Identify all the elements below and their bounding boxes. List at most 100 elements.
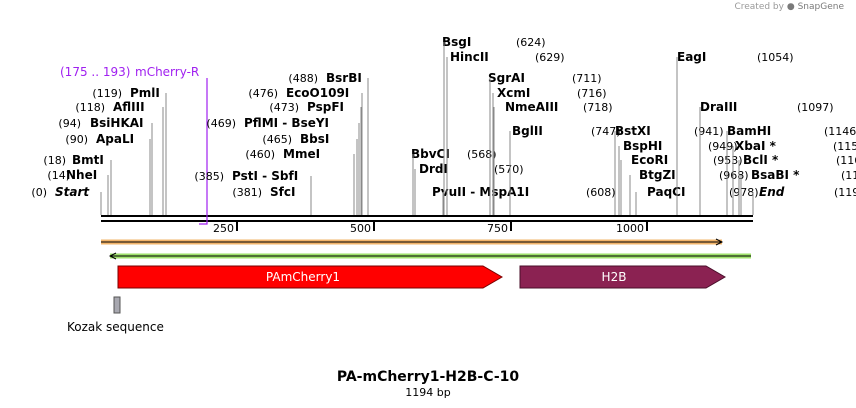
orf-reverse-arrow (108, 252, 751, 260)
restriction-site[interactable]: Start (0) (31, 185, 102, 215)
restriction-site[interactable]: BglII(747) (509, 124, 621, 215)
restriction-site[interactable]: SgrAI (711) (488, 71, 602, 215)
site-position: (465) (262, 133, 292, 146)
restriction-site[interactable]: BspHI (949) (618, 139, 738, 215)
site-position: (1168) (836, 154, 856, 167)
site-position: (381) (232, 186, 262, 199)
site-name: PflMI - BseYI (244, 116, 329, 130)
restriction-site[interactable]: BsrBI(488) (288, 71, 369, 215)
site-position: (385) (194, 170, 224, 183)
restriction-site[interactable]: PvuII - MspA1I(608) (432, 185, 616, 215)
site-name: BstXI (615, 124, 651, 138)
restriction-site[interactable]: HincII (629) (446, 50, 565, 215)
ruler-tick-label: 250 (213, 222, 234, 235)
site-name: DrdI (419, 162, 448, 176)
ruler: 250 500 750 1000 (213, 222, 648, 235)
restriction-site[interactable]: XbaI *(1158) (732, 139, 856, 215)
feature-pamcherry1[interactable]: PAmCherry1 (117, 265, 503, 289)
site-name: PvuII - MspA1I (432, 185, 529, 199)
site-position: (949) (708, 140, 738, 153)
sequence-backbone (101, 215, 753, 222)
site-name: ApaLI (96, 132, 134, 146)
site-position: (1054) (757, 51, 794, 64)
restriction-site[interactable]: EcoO109I(476) (248, 86, 363, 215)
site-position: (711) (572, 72, 602, 85)
restriction-site[interactable]: PspFI (473) (269, 100, 362, 215)
snapgene-logo-icon: ● (786, 2, 795, 12)
site-position: (90) (65, 133, 88, 146)
kozak-label: Kozak sequence (67, 320, 164, 334)
ruler-tick-label: 1000 (616, 222, 644, 235)
site-position: (473) (269, 101, 299, 114)
kozak-sequence[interactable]: Kozak sequence (67, 296, 164, 334)
site-name: SgrAI (488, 71, 525, 85)
site-name: BspHI (623, 139, 662, 153)
restriction-site[interactable]: XcmI(716) (492, 86, 607, 215)
restriction-site[interactable]: BsaBI *(1173) (740, 168, 856, 215)
site-name: PmlI (130, 86, 160, 100)
restriction-site[interactable]: PaqCI(978) (635, 185, 759, 215)
site-position: (941) (694, 125, 724, 138)
feature-label: PAmCherry1 (266, 270, 340, 284)
restriction-site[interactable]: PstI - SbfI(385) (194, 169, 312, 215)
site-name: SfcI (270, 185, 295, 199)
feature-label: H2B (602, 270, 627, 284)
feature-h2b[interactable]: H2B (519, 265, 726, 289)
site-name: BtgZI (639, 168, 676, 182)
primer-range: (175 .. 193) (60, 65, 130, 79)
snapgene-credit: Created by ● SnapGene (734, 2, 844, 12)
site-position: (1173) (841, 169, 856, 182)
credit-brand: SnapGene (797, 2, 844, 12)
site-position: (624) (516, 36, 546, 49)
restriction-site[interactable]: BbvCI(568) (411, 147, 497, 215)
restriction-site[interactable]: ApaLI (90) (65, 132, 151, 215)
restriction-site[interactable]: PflMI - BseYI(469) (206, 116, 360, 215)
restriction-site[interactable]: BsiHKAI(94) (58, 116, 153, 215)
restriction-site[interactable]: BamHI(1146) (726, 124, 856, 215)
site-name: EagI (677, 50, 706, 64)
credit-prefix: Created by (734, 2, 784, 12)
map-title: PA-mCherry1-H2B-C-10 (336, 369, 520, 385)
restriction-site[interactable]: NheI(14) (47, 168, 109, 215)
site-name: BsrBI (326, 71, 362, 85)
site-position: (568) (467, 148, 497, 161)
site-name: BamHI (727, 124, 771, 138)
site-position: (629) (535, 51, 565, 64)
site-position: (570) (494, 163, 524, 176)
site-position: (1194) (834, 186, 856, 199)
site-name: PspFI (307, 100, 344, 114)
restriction-site[interactable]: DrdI (570) (414, 162, 524, 215)
restriction-site[interactable]: AflIII (118) (75, 100, 164, 215)
restriction-site[interactable]: DraIII(1097) (699, 100, 834, 215)
ruler-tick-label: 500 (350, 222, 371, 235)
restriction-site[interactable]: BsgI(624) (442, 35, 546, 215)
ruler-tick-label: 750 (487, 222, 508, 235)
site-position: (968) (719, 169, 749, 182)
site-position: (476) (248, 87, 278, 100)
site-name: NmeAIII (505, 100, 558, 114)
site-position: (953) (713, 154, 743, 167)
restriction-site[interactable]: End(1194) (752, 185, 856, 215)
sequence-length: 1194 bp (405, 386, 451, 399)
restriction-site[interactable]: PmlI(119) (92, 86, 167, 215)
site-name: EcoRI (631, 153, 668, 167)
site-position: (716) (577, 87, 607, 100)
site-position: (118) (75, 101, 105, 114)
restriction-site[interactable]: BmtI(18) (43, 153, 112, 215)
orf-forward-arrow (101, 238, 724, 246)
primer-mcherry-r[interactable]: (175 .. 193) mCherry-R (60, 65, 208, 225)
site-name: AflIII (113, 100, 145, 114)
restriction-site[interactable]: BclI *(1168) (738, 153, 856, 215)
restriction-site[interactable]: EcoRI (953) (620, 153, 743, 215)
site-position: (0) (31, 186, 47, 199)
site-name: HincII (450, 50, 489, 64)
restriction-site[interactable]: MmeI(460) (245, 147, 355, 215)
restriction-site[interactable]: EagI (1054) (676, 50, 794, 215)
site-name: XbaI * (735, 139, 777, 153)
site-name: Start (55, 185, 90, 199)
restriction-site[interactable]: BstXI (941) (614, 124, 724, 215)
site-name: DraIII (700, 100, 737, 114)
restriction-site[interactable]: NmeAIII(718) (493, 100, 613, 215)
restriction-site[interactable]: SfcI (381) (232, 185, 312, 215)
restriction-site[interactable]: BbsI(465) (262, 132, 358, 215)
